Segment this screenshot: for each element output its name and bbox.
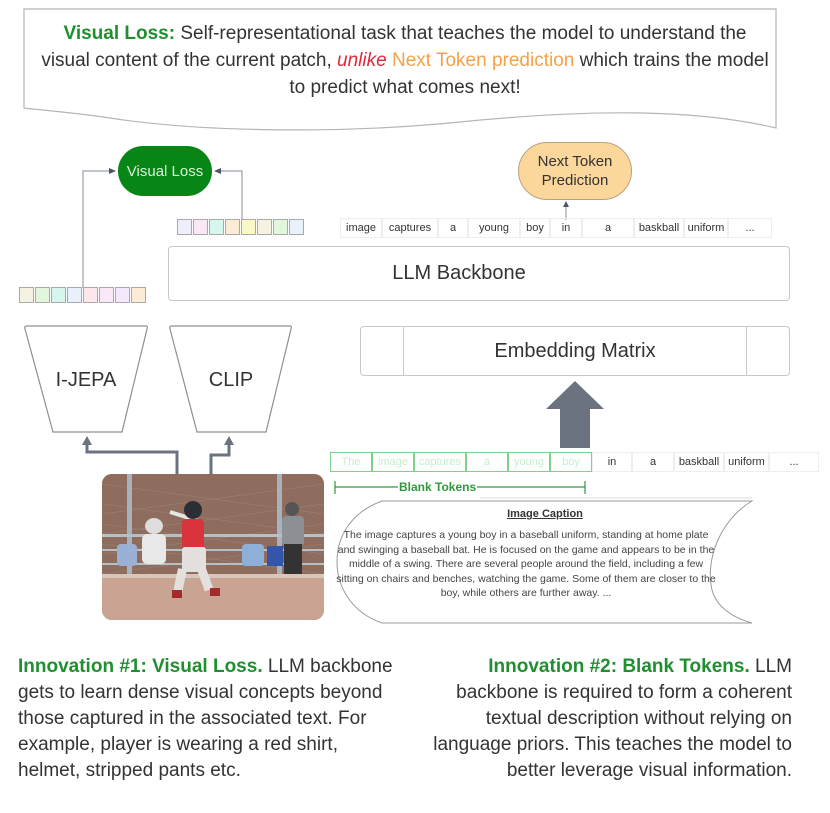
embedding-matrix-box: Embedding Matrix	[360, 326, 790, 376]
output-token: boy	[520, 218, 550, 238]
output-token: uniform	[684, 218, 728, 238]
input-token: ...	[769, 452, 819, 472]
arrow-lower-to-visual-loss	[82, 170, 110, 288]
ijepa-patch	[67, 287, 82, 303]
embedding-matrix-label: Embedding Matrix	[494, 339, 656, 362]
callout-label: Visual Loss:	[63, 23, 176, 44]
next-token-node: Next Token Prediction	[518, 142, 632, 200]
clip-patch	[257, 219, 272, 235]
ijepa-trapezoid	[24, 325, 148, 433]
clip-patch	[225, 219, 240, 235]
big-up-arrow	[546, 381, 604, 448]
arrowhead-right	[214, 168, 221, 174]
blank-token: boy	[550, 452, 592, 472]
callout-text-1: Self-representational task that teaches …	[41, 23, 747, 71]
baseball-scene	[102, 474, 324, 620]
callout-highlight: Next Token prediction	[386, 50, 575, 71]
ijepa-patch	[99, 287, 114, 303]
caption-title: Image Caption	[507, 508, 583, 520]
ijepa-label: I-JEPA	[55, 369, 117, 391]
clip-patch	[241, 219, 256, 235]
llm-backbone-box: LLM Backbone	[168, 246, 790, 301]
ijepa-patch	[131, 287, 146, 303]
output-token: young	[468, 218, 520, 238]
clip-trapezoid	[169, 325, 292, 433]
clip-patch	[193, 219, 208, 235]
callout-shape	[23, 8, 777, 131]
llm-backbone-label: LLM Backbone	[392, 262, 526, 284]
input-token: baskball	[674, 452, 724, 472]
callout-contrast-word: unlike	[337, 50, 387, 71]
input-token: uniform	[724, 452, 769, 472]
clip-patch-embeddings	[177, 219, 305, 235]
arrow-photo-to-ijepa	[85, 444, 179, 474]
output-token: a	[582, 218, 634, 238]
visual-loss-node: Visual Loss	[118, 146, 212, 196]
blank-token: captures	[414, 452, 466, 472]
output-token: in	[550, 218, 582, 238]
arrow-upper-to-visual-loss	[220, 170, 243, 220]
arrowhead-ijepa	[82, 436, 92, 445]
blank-token: The	[330, 452, 372, 472]
clip-patch	[177, 219, 192, 235]
ijepa-patch	[83, 287, 98, 303]
ijepa-patch	[35, 287, 50, 303]
baseball-photo	[102, 474, 324, 620]
ijepa-patch-embeddings	[19, 287, 147, 303]
output-token: ...	[728, 218, 772, 238]
embedding-right-cell	[746, 327, 747, 375]
ijepa-patch	[51, 287, 66, 303]
blank-token: young	[508, 452, 550, 472]
arrowhead-clip	[224, 436, 234, 445]
ijepa-patch	[19, 287, 34, 303]
innovation-2-text: LLM backbone is required to form a coher…	[433, 656, 792, 781]
clip-patch	[289, 219, 304, 235]
innovation-1: Innovation #1: Visual Loss. LLM backbone…	[18, 654, 398, 784]
output-token: captures	[382, 218, 438, 238]
clip-label: CLIP	[208, 369, 254, 391]
output-token: baskball	[634, 218, 684, 238]
innovation-2: Innovation #2: Blank Tokens. LLM backbon…	[420, 654, 792, 784]
innovation-2-label: Innovation #2: Blank Tokens.	[488, 656, 750, 677]
arrow-photo-to-clip	[209, 444, 231, 474]
embedding-left-cell	[403, 327, 404, 375]
next-token-label: Next Token Prediction	[537, 153, 613, 189]
blank-token: image	[372, 452, 414, 472]
caption-scroll	[336, 500, 754, 624]
visual-loss-label: Visual Loss	[126, 162, 204, 180]
innovation-1-text: LLM backbone gets to learn dense visual …	[18, 656, 393, 781]
output-token: image	[340, 218, 382, 238]
blank-tokens-label: Blank Tokens	[398, 480, 478, 494]
arrowhead-up-small	[563, 201, 569, 207]
ijepa-patch	[115, 287, 130, 303]
input-token: a	[632, 452, 674, 472]
clip-patch	[273, 219, 288, 235]
callout-text: Visual Loss: Self-representational task …	[40, 20, 770, 101]
callout-text-2: which trains the model to predict what c…	[289, 50, 769, 98]
arrowhead-left	[109, 168, 116, 174]
clip-patch	[209, 219, 224, 235]
innovation-1-label: Innovation #1: Visual Loss.	[18, 656, 263, 677]
output-token: a	[438, 218, 468, 238]
input-token: in	[592, 452, 632, 472]
blank-token: a	[466, 452, 508, 472]
caption-body: The image captures a young boy in a base…	[336, 529, 716, 599]
